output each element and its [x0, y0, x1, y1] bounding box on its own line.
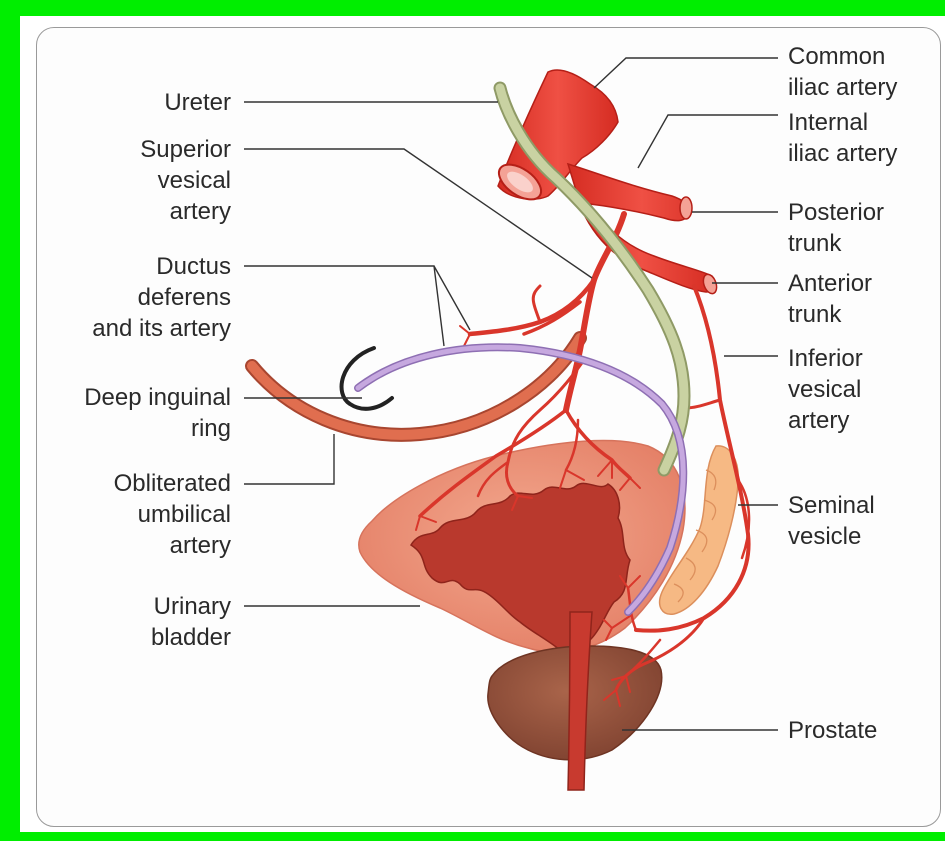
label-ductus-deferens: Ductus deferens and its artery — [92, 251, 231, 344]
label-ureter: Ureter — [164, 87, 231, 118]
label-urinary-bladder: Urinary bladder — [151, 591, 231, 653]
label-superior-vesical-artery: Superior vesical artery — [140, 134, 231, 227]
label-inferior-vesical-artery: Inferior vesical artery — [788, 343, 863, 436]
label-seminal-vesicle: Seminal vesicle — [788, 490, 875, 552]
label-deep-inguinal-ring: Deep inguinal ring — [84, 382, 231, 444]
label-internal-iliac-artery: Internal iliac artery — [788, 107, 897, 169]
label-obliterated-umbilical-artery: Obliterated umbilical artery — [114, 468, 231, 561]
label-prostate: Prostate — [788, 715, 877, 746]
label-anterior-trunk: Anterior trunk — [788, 268, 872, 330]
label-common-iliac-artery: Common iliac artery — [788, 41, 897, 103]
label-posterior-trunk: Posterior trunk — [788, 197, 884, 259]
